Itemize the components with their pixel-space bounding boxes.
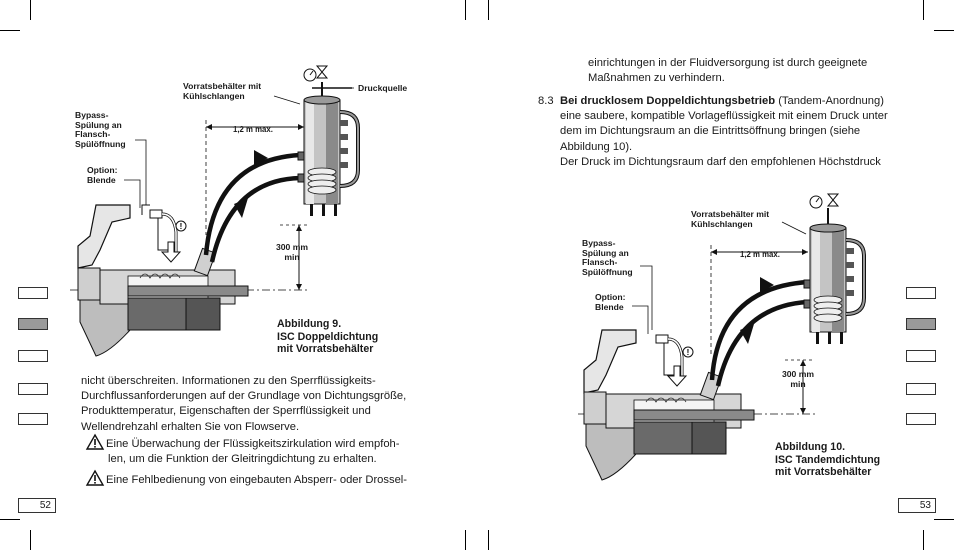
section-tab [18, 383, 48, 395]
section-tab [906, 287, 936, 299]
section-8-3-text: Bei drucklosem Doppeldichtungsbetrieb (T… [560, 95, 888, 168]
crop-mark [0, 30, 20, 31]
figure-9-diagram: ! [70, 65, 360, 357]
svg-text:!: ! [180, 222, 183, 231]
fig9-label-option: Option:Blende [87, 165, 118, 185]
section-tab [906, 383, 936, 395]
fig10-label-option: Option:Blende [595, 292, 626, 312]
section-tab [18, 287, 48, 299]
fig10-label-max-distance: 1,2 m max. [740, 250, 780, 259]
warning-triangle-icon [85, 433, 105, 450]
crop-mark [488, 530, 489, 550]
right-intro-text: einrichtungen in der Fluidversorgung ist… [588, 57, 868, 85]
section-tab [18, 413, 48, 425]
crop-mark [30, 530, 31, 550]
page-number-right: 53 [898, 498, 936, 513]
crop-mark [934, 519, 954, 520]
warning-note-2: Eine Fehlbedienung von eingebauten Abspe… [85, 469, 407, 488]
section-tab-active [18, 318, 48, 330]
section-8-3-title: Bei drucklosem Doppeldichtungsbetrieb [560, 95, 776, 107]
section-tab [906, 413, 936, 425]
crop-mark [0, 519, 20, 520]
section-tab [18, 350, 48, 362]
crop-mark [923, 0, 924, 20]
crop-mark [923, 530, 924, 550]
crop-mark [934, 30, 954, 31]
svg-text:!: ! [687, 348, 690, 357]
crop-mark [488, 0, 489, 20]
fig9-label-pressure-source: Druckquelle [358, 83, 408, 93]
crop-mark [465, 0, 466, 20]
section-tab [906, 350, 936, 362]
section-8-3-number: 8.3 [538, 95, 554, 107]
section-tab-active [906, 318, 936, 330]
page-number-left: 52 [18, 498, 56, 513]
warning-triangle-icon [85, 469, 105, 486]
warning-note-1: Eine Überwachung der Flüssigkeitszirkula… [85, 433, 400, 467]
crop-mark [465, 530, 466, 550]
fig9-label-max-distance: 1,2 m max. [233, 125, 273, 134]
crop-mark [30, 0, 31, 20]
left-body-text: nicht überschreiten. Informationen zu de… [81, 375, 407, 433]
